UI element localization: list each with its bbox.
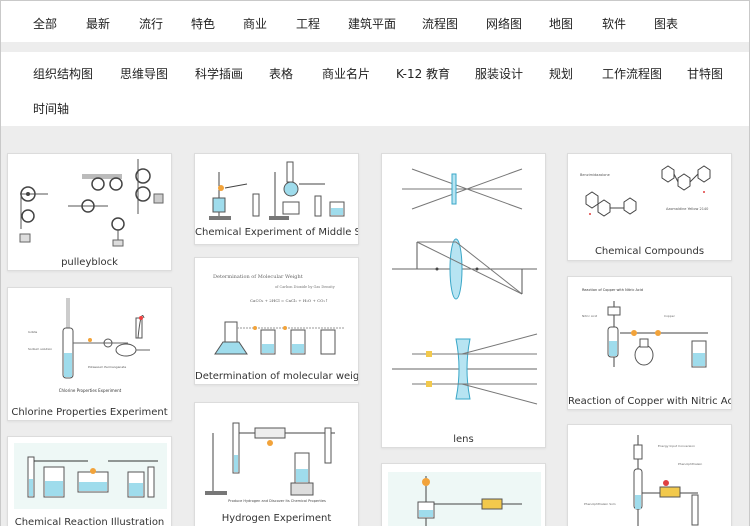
svg-text:Chlorine Properties Experiment: Chlorine Properties Experiment: [59, 388, 122, 393]
nav-science-illustration[interactable]: 科学插画: [195, 67, 244, 81]
thumbnail: [195, 154, 358, 226]
svg-text:Sodium solution: Sodium solution: [28, 347, 52, 351]
svg-text:Azomaldine Yellow 2140: Azomaldine Yellow 2140: [666, 207, 708, 211]
svg-text:Determination of Molecular Wei: Determination of Molecular Weight: [213, 274, 303, 280]
template-title: Hydrogen Experiment: [221, 513, 332, 524]
thumbnail: Produce Hydrogen and Discover its Chemic…: [195, 403, 358, 511]
template-card-molecular-weight[interactable]: Determination of Molecular Weight of Car…: [194, 257, 359, 385]
svg-text:Phenolphthalein: Phenolphthalein: [678, 462, 702, 466]
svg-text:Energy Input Conversion: Energy Input Conversion: [658, 444, 695, 448]
template-title: Chemical Compounds: [594, 246, 705, 257]
template-title: Determination of molecular weight: [195, 371, 359, 382]
svg-text:Copper: Copper: [664, 314, 676, 318]
nav-engineering[interactable]: 工程: [296, 17, 321, 31]
svg-text:CaCO₃ + 2HCl = CaCl₂ + H₂O + C: CaCO₃ + 2HCl = CaCl₂ + H₂O + CO₂↑: [250, 298, 328, 303]
nav-mind-map[interactable]: 思维导图: [120, 67, 169, 81]
svg-text:Potassium Permanganate: Potassium Permanganate: [88, 365, 126, 369]
nav-planning[interactable]: 规划: [549, 67, 574, 81]
template-card-chem-middle-school[interactable]: Chemical Experiment of Middle School: [194, 153, 359, 245]
template-card-hydrogen[interactable]: Produce Hydrogen and Discover its Chemic…: [194, 402, 359, 526]
nav-gantt[interactable]: 甘特图: [687, 67, 724, 81]
template-card-chem-compounds[interactable]: Benzimidazolone Azomaldine Yellow 2140 C…: [567, 153, 732, 261]
thumbnail: Energy Input Conversion Phenolphthalein …: [568, 425, 731, 526]
nav-featured[interactable]: 特色: [191, 17, 216, 31]
nav-popular[interactable]: 流行: [139, 17, 164, 31]
nav-network[interactable]: 网络图: [486, 17, 523, 31]
nav-business-card[interactable]: 商业名片: [322, 67, 371, 81]
nav-flowchart[interactable]: 流程图: [422, 17, 459, 31]
nav-timeline[interactable]: 时间轴: [33, 102, 70, 116]
nav-separator: [1, 42, 749, 52]
template-title: pulleyblock: [61, 257, 118, 268]
svg-text:Iodide: Iodide: [28, 330, 37, 334]
nav-workflow[interactable]: 工作流程图: [602, 67, 663, 81]
svg-text:Benzimidazolone: Benzimidazolone: [580, 173, 610, 177]
thumbnail: Chlorine Properties Experiment Iodide So…: [8, 288, 171, 400]
svg-text:of Carbon Dioxide by Gas Densi: of Carbon Dioxide by Gas Density: [275, 285, 335, 289]
template-title: Chemical Reaction Illustration: [14, 517, 165, 526]
thumbnail: [382, 154, 545, 429]
thumbnail: [8, 437, 171, 512]
nav-software[interactable]: 软件: [602, 17, 627, 31]
template-card-lab-setup[interactable]: [381, 463, 546, 526]
thumbnail: [8, 154, 171, 250]
svg-text:Nitric Acid: Nitric Acid: [582, 314, 597, 318]
svg-text:Phenolphthalein Soln: Phenolphthalein Soln: [584, 502, 616, 506]
template-title: Reaction of Copper with Nitric Acid: [568, 396, 732, 407]
template-card-lens[interactable]: lens: [381, 153, 546, 448]
nav-latest[interactable]: 最新: [86, 17, 111, 31]
thumbnail: [382, 464, 545, 526]
nav-org-chart[interactable]: 组织结构图: [33, 67, 94, 81]
svg-text:Reaction of Copper with Nitric: Reaction of Copper with Nitric Acid: [582, 288, 643, 292]
template-card-copper-nitric[interactable]: Reaction of Copper with Nitric Acid Nitr…: [567, 276, 732, 410]
nav-charts[interactable]: 图表: [654, 17, 679, 31]
template-title: lens: [453, 434, 474, 445]
template-title: Chlorine Properties Experiment: [11, 407, 168, 418]
category-nav-primary: 全部 最新 流行 特色 商业 工程 建筑平面 流程图 网络图 地图 软件 图表: [1, 1, 749, 42]
template-gallery: pulleyblock Chlorine Properties Experime…: [1, 126, 749, 526]
nav-all[interactable]: 全部: [33, 17, 58, 31]
template-card-pulleyblock[interactable]: pulleyblock: [7, 153, 172, 271]
nav-business[interactable]: 商业: [243, 17, 268, 31]
template-card-lab-apparatus[interactable]: Energy Input Conversion Phenolphthalein …: [567, 424, 732, 526]
template-card-chlorine[interactable]: Chlorine Properties Experiment Iodide So…: [7, 287, 172, 421]
nav-floor-plan[interactable]: 建筑平面: [348, 17, 397, 31]
svg-text:Produce Hydrogen and Discover: Produce Hydrogen and Discover its Chemic…: [228, 499, 326, 503]
nav-tables[interactable]: 表格: [269, 67, 294, 81]
template-card-chem-reaction[interactable]: Chemical Reaction Illustration: [7, 436, 172, 526]
category-nav-secondary: 组织结构图 思维导图 科学插画 表格 商业名片 K-12 教育 服装设计 规划 …: [1, 52, 749, 126]
nav-map[interactable]: 地图: [549, 17, 574, 31]
nav-fashion[interactable]: 服装设计: [475, 67, 524, 81]
template-title: Chemical Experiment of Middle School: [195, 227, 358, 238]
thumbnail: Determination of Molecular Weight of Car…: [195, 258, 358, 366]
thumbnail: Reaction of Copper with Nitric Acid Nitr…: [568, 277, 731, 389]
nav-k12[interactable]: K-12 教育: [396, 67, 451, 81]
thumbnail: Benzimidazolone Azomaldine Yellow 2140: [568, 154, 731, 242]
